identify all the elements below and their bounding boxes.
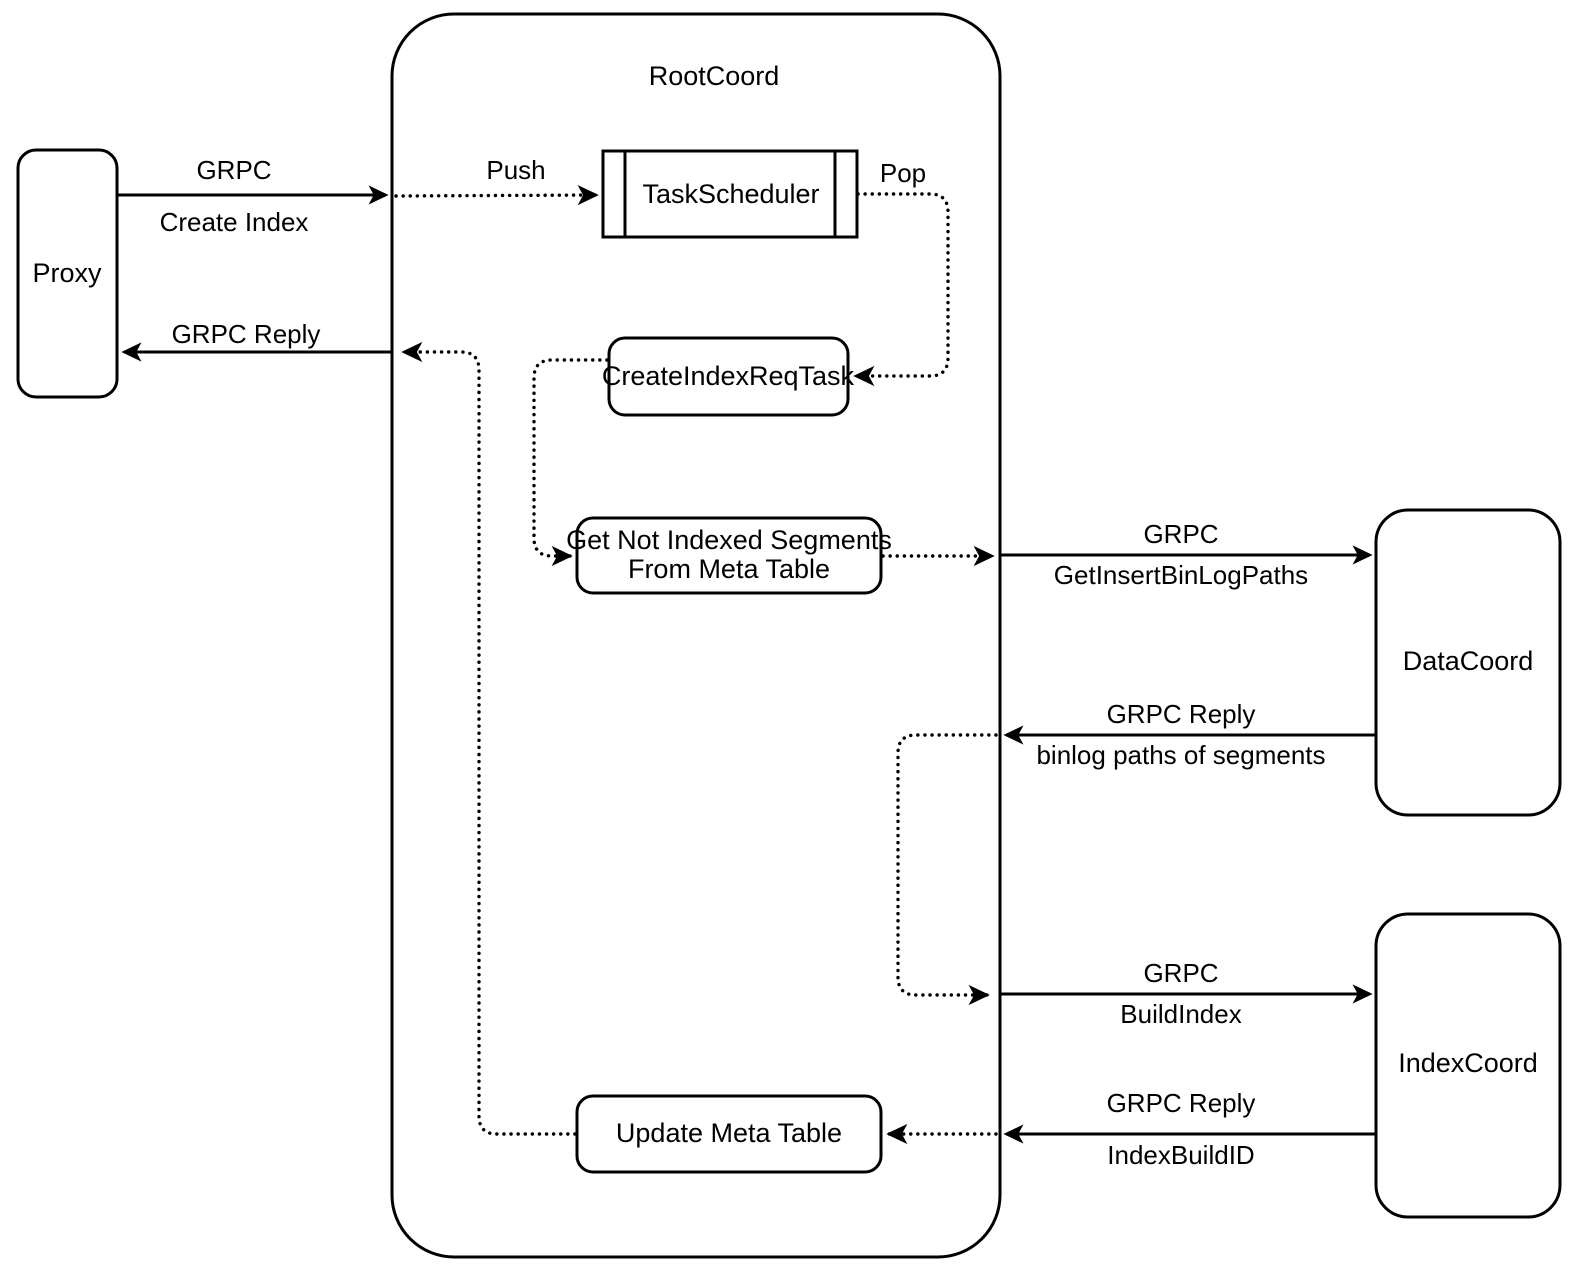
node-update-meta-table-label: Update Meta Table [616, 1118, 842, 1148]
edge-proxy-to-rootcoord-label-line2: Create Index [160, 207, 309, 237]
edge-rootcoord-to-proxy-label: GRPC Reply [172, 319, 321, 349]
edge-indexcoord-to-rootcoord-label-line1: GRPC Reply [1107, 1088, 1256, 1118]
edge-rootcoord-to-datacoord: GRPC GetInsertBinLogPaths [1000, 519, 1373, 590]
node-proxy[interactable]: Proxy [16, 148, 119, 399]
node-update-meta-table[interactable]: Update Meta Table [575, 1094, 883, 1174]
node-proxy-label: Proxy [32, 258, 102, 288]
edge-rootcoord-to-indexcoord-label-line1: GRPC [1143, 958, 1218, 988]
edge-rootcoord-to-datacoord-label-line2: GetInsertBinLogPaths [1054, 560, 1308, 590]
node-indexcoord[interactable]: IndexCoord [1374, 912, 1562, 1219]
node-indexcoord-label: IndexCoord [1398, 1048, 1538, 1078]
edge-pop-label: Pop [880, 158, 926, 188]
edge-rootcoord-to-proxy: GRPC Reply [121, 319, 392, 362]
node-createindexreqtask[interactable]: CreateIndexReqTask [602, 336, 855, 417]
container-rootcoord: RootCoord [390, 12, 1002, 1259]
edge-datacoord-to-rootcoord-label-line1: GRPC Reply [1107, 699, 1256, 729]
edge-pop-to-createindexreqtask: Pop [853, 158, 950, 387]
node-taskscheduler-label: TaskScheduler [642, 179, 819, 209]
edge-proxy-to-rootcoord: GRPC Create Index [118, 155, 389, 237]
node-get-not-indexed-segments-label-line2: From Meta Table [628, 554, 830, 584]
node-taskscheduler[interactable]: TaskScheduler [601, 149, 859, 239]
node-datacoord[interactable]: DataCoord [1374, 508, 1562, 817]
edge-indexcoord-to-rootcoord-label-line2: IndexBuildID [1107, 1140, 1254, 1170]
node-get-not-indexed-segments[interactable]: Get Not Indexed Segments From Meta Table [566, 516, 892, 595]
node-get-not-indexed-segments-label-line1: Get Not Indexed Segments [566, 525, 892, 555]
edge-update-meta-table-to-reply [401, 341, 577, 1136]
edge-push-label: Push [486, 155, 545, 185]
node-datacoord-label: DataCoord [1403, 646, 1534, 676]
container-rootcoord-label: RootCoord [649, 61, 780, 91]
edge-rootcoord-to-indexcoord: GRPC BuildIndex [1000, 958, 1373, 1029]
edge-binlog-loop-to-buildindex [896, 733, 998, 1006]
edge-datacoord-to-rootcoord-label-line2: binlog paths of segments [1036, 740, 1325, 770]
edge-push-to-taskscheduler: Push [394, 155, 599, 206]
edge-proxy-to-rootcoord-label-line1: GRPC [196, 155, 271, 185]
edge-task-to-get-segments [532, 358, 609, 567]
node-createindexreqtask-label: CreateIndexReqTask [602, 361, 855, 391]
edge-rootcoord-to-indexcoord-label-line2: BuildIndex [1120, 999, 1241, 1029]
edge-datacoord-to-rootcoord: GRPC Reply binlog paths of segments [1003, 699, 1376, 770]
edge-indexcoord-to-rootcoord: GRPC Reply IndexBuildID [1003, 1088, 1376, 1170]
edge-rootcoord-to-datacoord-label-line1: GRPC [1143, 519, 1218, 549]
